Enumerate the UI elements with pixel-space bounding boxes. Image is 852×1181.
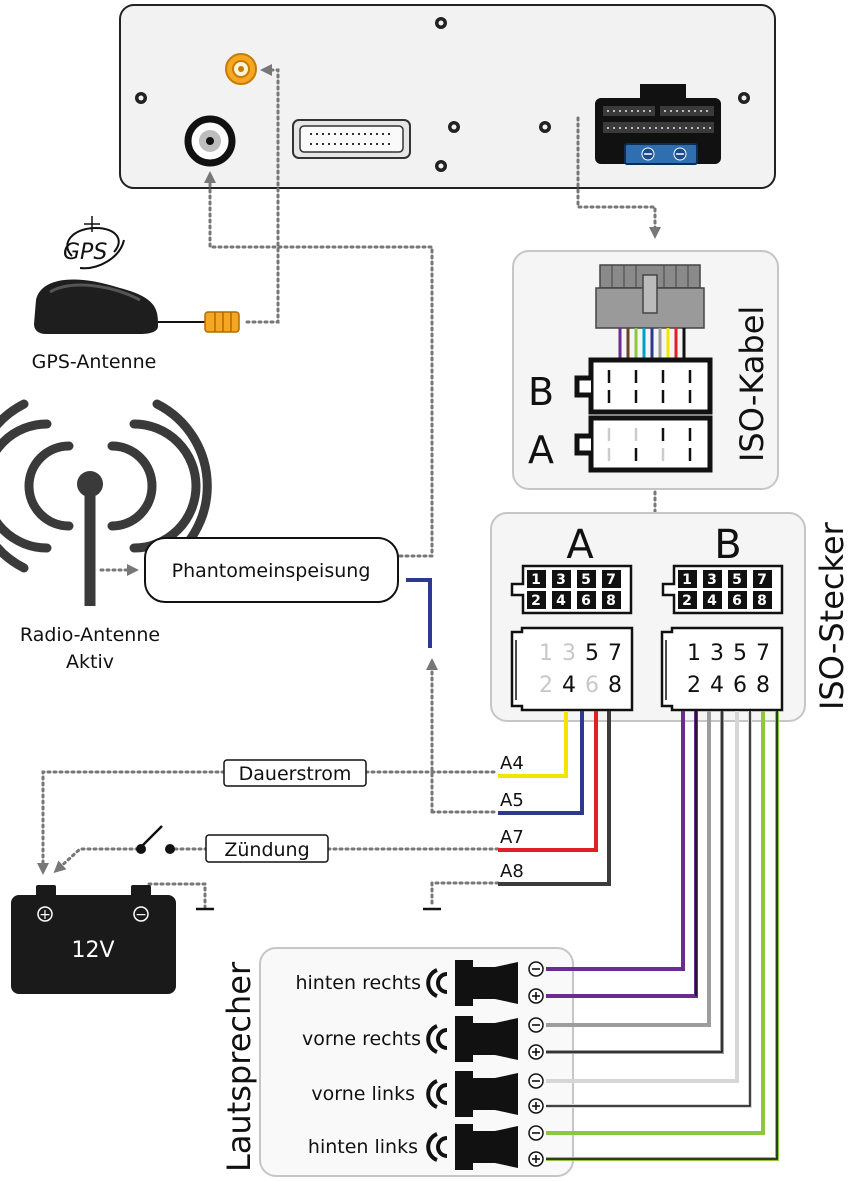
iso-cable-connector-b — [574, 357, 713, 415]
speaker-panel — [259, 947, 574, 1177]
face-a-pin: 8 — [608, 673, 622, 698]
lautsprecher-label: Lautsprecher — [220, 961, 258, 1172]
radio-antenna-label-1: Radio-Antenne — [20, 624, 160, 646]
face-a-pin: 3 — [562, 641, 576, 666]
antenna-socket-icon — [184, 115, 236, 167]
face-a-pin: 4 — [562, 673, 576, 698]
pin-label: 3 — [707, 572, 717, 588]
antenna-tip — [77, 471, 103, 497]
pin-label: 8 — [757, 593, 767, 609]
speaker-label-vorne-links: vorne links — [311, 1083, 415, 1105]
pin-label: 6 — [732, 593, 742, 609]
zuendung-label: Zündung — [224, 839, 309, 861]
face-b-pin: 8 — [756, 673, 770, 698]
pin-label: 8 — [606, 593, 616, 609]
face-a-pin: 2 — [539, 673, 553, 698]
pin-label: 2 — [682, 593, 692, 609]
pin-label: 4 — [707, 593, 717, 609]
wire-label-a7: A7 — [500, 827, 524, 848]
pin-label: 4 — [556, 593, 566, 609]
dauerstrom-label: Dauerstrom — [239, 763, 352, 785]
face-a-pin: 6 — [585, 673, 599, 698]
wire-label-a8: A8 — [500, 861, 524, 882]
battery-minus: − — [135, 907, 147, 923]
wire-label-a5: A5 — [500, 790, 524, 811]
pinmap-a — [510, 564, 633, 615]
gps-logo-icon — [66, 216, 125, 270]
connector-b-title: B — [714, 522, 741, 568]
face-b-pin: 5 — [733, 641, 747, 666]
gps-antenna-label: GPS-Antenne — [32, 351, 157, 373]
speaker-label-vorne-rechts: vorne rechts — [302, 1028, 421, 1050]
face-b-pin: 7 — [756, 641, 770, 666]
face-b-pin: 4 — [710, 673, 724, 698]
face-b-pin: 2 — [687, 673, 701, 698]
zuendung-box — [205, 834, 329, 863]
face-a-pin: 7 — [608, 641, 622, 666]
iso-socket-icon — [595, 84, 721, 165]
cable-side-a: A — [528, 428, 554, 472]
speaker-icon — [426, 960, 518, 1006]
radio-antenna-icon — [0, 399, 212, 573]
face-a-pin: 1 — [539, 641, 553, 666]
face-b-pin: 3 — [710, 641, 724, 666]
face-b-pin: 6 — [733, 673, 747, 698]
iso-cable-wires — [618, 328, 686, 360]
a-wires — [498, 711, 611, 886]
speaker-label-hinten-rechts: hinten rechts — [295, 972, 421, 994]
pin-label: 6 — [581, 593, 591, 609]
speaker-label-hinten-links: hinten links — [308, 1136, 418, 1158]
pinmap-a-labels: 1 3 5 7 2 4 6 8 — [531, 572, 616, 609]
phantom-box — [144, 537, 399, 603]
speaker-icon — [426, 1016, 518, 1062]
iso-cable-connector-a — [574, 415, 713, 473]
pinmap-b-labels: 1 3 5 7 2 4 6 8 — [682, 572, 767, 609]
battery-plus: + — [39, 907, 51, 923]
battery-label: 12V — [71, 938, 114, 963]
pin-label: 5 — [581, 572, 591, 588]
phantom-blue-wire — [406, 578, 432, 648]
multipin-connector-icon — [292, 119, 411, 159]
wire-label-a4: A4 — [500, 753, 524, 774]
pin-label: 1 — [682, 572, 692, 588]
speaker-icon — [426, 1071, 518, 1117]
face-a-pin: 5 — [585, 641, 599, 666]
gps-logo-text: GPS — [63, 240, 107, 265]
gps-socket-icon — [225, 53, 257, 85]
wire-labels: A4 A5 A7 A8 — [500, 753, 524, 882]
radio-antenna-label-2: Aktiv — [66, 651, 114, 673]
pin-label: 7 — [606, 572, 616, 588]
gps-antenna-icon — [34, 279, 240, 334]
dauerstrom-box — [223, 759, 367, 787]
b-wires — [546, 711, 779, 1161]
pin-label: 1 — [531, 572, 541, 588]
head-unit — [119, 4, 776, 189]
pinmap-b — [661, 564, 784, 615]
speaker-icon — [426, 1124, 518, 1170]
iso-stecker-label: ISO-Stecker — [813, 521, 851, 710]
face-b-pin: 1 — [687, 641, 701, 666]
iso-plug-icon — [595, 264, 705, 329]
pin-label: 7 — [757, 572, 767, 588]
phantom-label: Phantomeinspeisung — [172, 560, 371, 582]
pin-label: 5 — [732, 572, 742, 588]
battery-icon — [11, 885, 176, 994]
connector-a-title: A — [566, 522, 594, 568]
connector-face-b — [660, 626, 784, 712]
pin-label: 2 — [531, 593, 541, 609]
signal-paths — [37, 64, 661, 909]
ignition-switch-icon — [136, 825, 175, 854]
speaker-terminal-signs — [532, 968, 540, 1163]
iso-kabel-label: ISO-Kabel — [733, 306, 771, 462]
connector-face-a — [510, 626, 634, 712]
pin-label: 3 — [556, 572, 566, 588]
cable-side-b: B — [528, 370, 554, 414]
